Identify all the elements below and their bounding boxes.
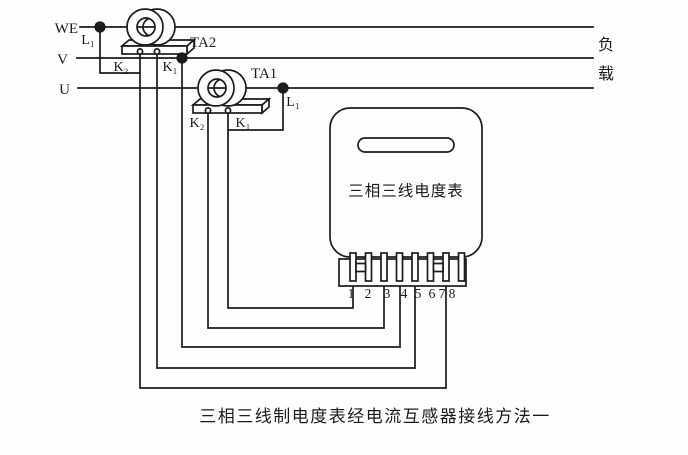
- junction-dot-u: [277, 82, 289, 94]
- ta1-l1-label: L₁: [286, 95, 299, 110]
- terminal-number-8: 8: [449, 286, 456, 301]
- wire-ta1-k2-to-terminal-3: [207, 110, 385, 329]
- ta1-k2-terminal-point: [204, 107, 212, 114]
- terminal-bar-2: [364, 252, 373, 282]
- wire-l1-tap-ta1: [227, 87, 284, 131]
- ta1-label: TA1: [251, 66, 277, 82]
- jumper-1-2: [355, 262, 367, 273]
- ta2-k1-label: K₁: [163, 60, 178, 75]
- terminal-bar-1: [349, 252, 357, 282]
- terminal-number-5: 5: [415, 286, 422, 301]
- ta1-k1-terminal-point: [224, 107, 232, 114]
- terminal-bar-6: [426, 252, 435, 282]
- meter-label: 三相三线电度表: [348, 182, 464, 200]
- terminal-number-3: 3: [384, 286, 391, 301]
- ta2-k2-terminal-point: [136, 48, 144, 55]
- ta2-l1-label: L₁: [81, 33, 94, 48]
- terminal-bar-8: [457, 252, 466, 282]
- we-line-label: WE: [55, 21, 78, 37]
- ta2-k1-terminal-point: [153, 48, 161, 55]
- ta1-toroid: [197, 69, 247, 107]
- meter-window: [357, 137, 455, 153]
- wire-ta1-k1-to-terminal-1: [227, 110, 354, 309]
- junction-dot-v: [176, 52, 188, 64]
- ta2-k2-label: K₂: [114, 60, 129, 75]
- terminal-bar-4: [395, 252, 404, 282]
- ta2-toroid: [126, 8, 176, 46]
- terminal-number-2: 2: [365, 286, 372, 301]
- terminal-number-6: 6: [429, 286, 436, 301]
- terminal-number-7: 7: [439, 286, 446, 301]
- wire-v-to-terminal-4: [181, 57, 401, 348]
- junction-dot-we: [94, 21, 106, 33]
- ta1-k1-label: K₁: [236, 116, 251, 131]
- terminal-bar-7: [442, 252, 450, 282]
- diagram-caption: 三相三线制电度表经电流互感器接线方法一: [199, 407, 551, 426]
- terminal-bar-3: [380, 252, 388, 282]
- load-label-bottom: 载: [598, 65, 614, 83]
- wire-ta2-k2-to-terminal-7: [139, 51, 447, 389]
- jumper-6-7: [432, 262, 444, 273]
- wire-ta2-k1-to-terminal-5: [156, 51, 416, 369]
- wire-l1-tap-ta2: [99, 26, 141, 74]
- v-line-label: V: [57, 52, 68, 68]
- terminal-number-1: 1: [348, 286, 355, 301]
- terminal-block: 1 2 3 4 5 6 7 8: [338, 252, 467, 301]
- load-label-top: 负: [598, 36, 614, 54]
- ta2-label: TA2: [190, 35, 216, 51]
- terminal-bar-5: [411, 252, 419, 282]
- energy-meter: 三相三线电度表: [329, 107, 483, 258]
- ta1-k2-label: K₂: [190, 116, 205, 131]
- u-line-label: U: [59, 82, 70, 98]
- terminal-number-4: 4: [401, 286, 408, 301]
